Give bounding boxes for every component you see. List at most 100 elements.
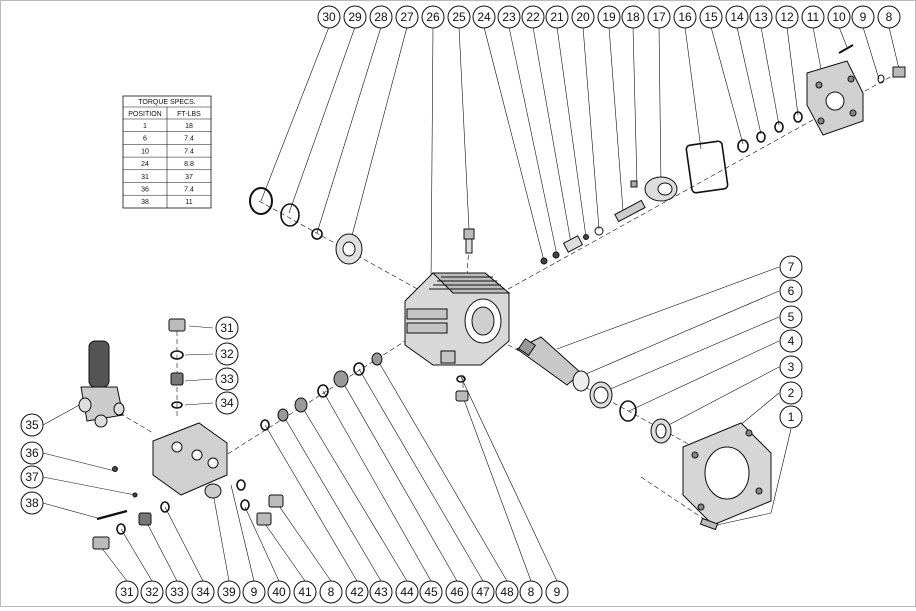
rod-cap-part (644, 176, 678, 202)
callout-number: 41 (298, 585, 312, 599)
callout-34: 34 (215, 391, 239, 415)
callout-number: 37 (25, 470, 39, 484)
callout-number: 40 (272, 585, 286, 599)
callout-number: 24 (477, 10, 491, 24)
callout-number: 39 (222, 585, 236, 599)
callout-number: 13 (754, 10, 768, 24)
callout-47: 47 (471, 580, 495, 604)
callout-number: 2 (788, 386, 795, 400)
callout-number: 29 (348, 10, 362, 24)
callout-11: 11 (801, 5, 825, 29)
callout-25: 25 (447, 5, 471, 29)
callout-18: 18 (621, 5, 645, 29)
callout-number: 10 (832, 10, 846, 24)
callout-45: 45 (419, 580, 443, 604)
callout-13: 13 (749, 5, 773, 29)
callout-8: 8 (877, 5, 901, 29)
callout-number: 38 (25, 496, 39, 510)
callout-number: 45 (424, 585, 438, 599)
torque-cell-ftlbs: 11 (185, 199, 192, 206)
callout-34: 34 (191, 580, 215, 604)
callout-38: 38 (20, 491, 44, 515)
callout-number: 17 (652, 10, 666, 24)
callout-9: 9 (242, 580, 266, 604)
callout-number: 44 (400, 585, 414, 599)
manifold-part (152, 422, 228, 499)
callout-32: 32 (215, 342, 239, 366)
callout-42: 42 (345, 580, 369, 604)
callout-number: 4 (788, 334, 795, 348)
callout-36: 36 (20, 441, 44, 465)
callout-39: 39 (217, 580, 241, 604)
callout-number: 36 (25, 446, 39, 460)
callout-number: 12 (780, 10, 794, 24)
callout-15: 15 (699, 5, 723, 29)
callout-number: 8 (528, 585, 535, 599)
retaining-ring-part (280, 203, 300, 227)
torque-table-title: TORQUE SPECS. (138, 99, 195, 106)
torque-cell-ftlbs: 7.4 (184, 136, 194, 143)
callout-17: 17 (647, 5, 671, 29)
callout-number: 31 (220, 321, 234, 335)
torque-cell-ftlbs: 37 (185, 174, 193, 181)
callout-number: 14 (730, 10, 744, 24)
wrist-pin-part (562, 235, 584, 253)
callout-number: 28 (374, 10, 388, 24)
callout-48: 48 (495, 580, 519, 604)
callout-number: 27 (400, 10, 414, 24)
callout-number: 22 (526, 10, 540, 24)
callout-number: 48 (500, 585, 514, 599)
callout-10: 10 (827, 5, 851, 29)
callout-26: 26 (421, 5, 445, 29)
callout-32: 32 (140, 580, 164, 604)
callout-8: 8 (519, 580, 543, 604)
callout-2: 2 (779, 381, 803, 405)
callout-number: 18 (626, 10, 640, 24)
callout-16: 16 (673, 5, 697, 29)
callout-number: 34 (220, 396, 234, 410)
callout-5: 5 (779, 305, 803, 329)
callout-9: 9 (545, 580, 569, 604)
callout-12: 12 (775, 5, 799, 29)
callout-number: 33 (220, 372, 234, 386)
callout-41: 41 (293, 580, 317, 604)
callout-27: 27 (395, 5, 419, 29)
callout-number: 31 (120, 585, 134, 599)
callout-number: 9 (554, 585, 561, 599)
callout-20: 20 (571, 5, 595, 29)
callout-37: 37 (20, 465, 44, 489)
callout-number: 6 (788, 284, 795, 298)
torque-cell-position: 36 (141, 187, 149, 194)
callout-number: 19 (602, 10, 616, 24)
plunger-part (516, 336, 590, 392)
callout-number: 11 (807, 10, 820, 24)
callout-number: 47 (476, 585, 490, 599)
rear-cover-part (806, 60, 864, 136)
callouts-left: 35 36 37 38 (20, 413, 44, 515)
callout-number: 35 (25, 418, 39, 432)
callout-number: 9 (251, 585, 258, 599)
callout-28: 28 (369, 5, 393, 29)
torque-cell-position: 1 (143, 123, 147, 130)
callout-number: 34 (196, 585, 210, 599)
torque-cell-ftlbs: 7.4 (184, 187, 194, 194)
callout-22: 22 (521, 5, 545, 29)
torque-cell-position: 31 (141, 174, 149, 181)
callout-number: 46 (450, 585, 464, 599)
crankcase-part (404, 272, 511, 366)
callout-31: 31 (115, 580, 139, 604)
callout-40: 40 (267, 580, 291, 604)
callout-23: 23 (497, 5, 521, 29)
callout-number: 20 (576, 10, 590, 24)
torque-header-ftlbs: FT-LBS (177, 111, 201, 118)
callout-29: 29 (343, 5, 367, 29)
flange-part (682, 422, 772, 526)
torque-cell-position: 38 (141, 199, 149, 206)
torque-cell-ftlbs: 8.8 (184, 161, 194, 168)
callout-number: 8 (328, 585, 335, 599)
callout-number: 32 (220, 347, 234, 361)
callout-number: 25 (452, 10, 466, 24)
callout-number: 3 (788, 360, 795, 374)
